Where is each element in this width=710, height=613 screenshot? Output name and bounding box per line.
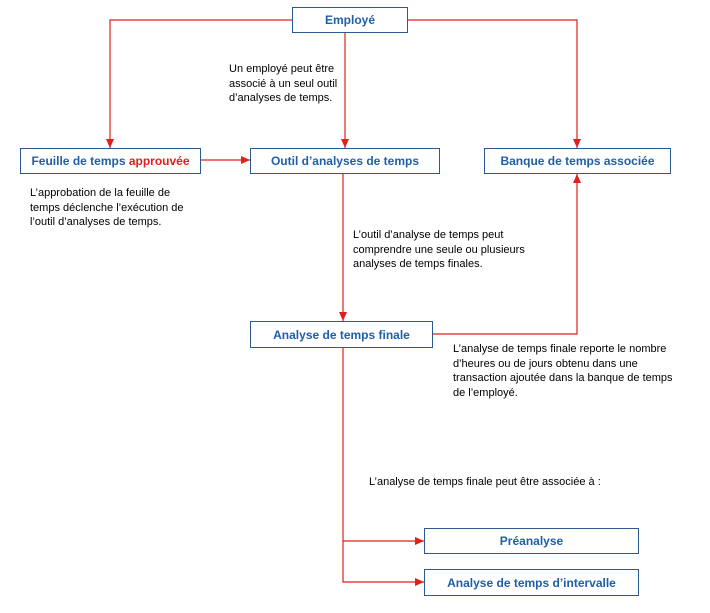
node-preanalyse-label: Préanalyse (499, 534, 564, 548)
arrow-finale-to-preanalyse (342, 348, 424, 545)
node-employe-label: Employé (324, 13, 375, 27)
node-outil: Outil d’analyses de temps (250, 148, 440, 174)
node-feuille-de-temps: Feuille de temps approuvée (20, 148, 201, 174)
note-finale-banque: L’analyse de temps finale reporte le nom… (453, 343, 673, 399)
node-feuille-label: Feuille de temps (31, 154, 129, 168)
node-feuille-highlight: approuvée (128, 154, 190, 168)
note-employe-outil: Un employé peut être associé à un seul o… (229, 63, 338, 104)
arrow-employe-to-feuille (106, 19, 292, 148)
node-analyse-finale: Analyse de temps finale (250, 321, 433, 348)
node-analyse-finale-label: Analyse de temps finale (273, 327, 410, 342)
arrow-finale-to-banque (433, 174, 581, 335)
node-intervalle-label: Analyse de temps d’intervalle (447, 575, 616, 590)
node-employe: Employé (292, 7, 408, 33)
node-banque: Banque de temps associée (484, 148, 671, 174)
note-finale-associee: L’analyse de temps finale peut être asso… (369, 476, 601, 488)
note-outil-finale: L’outil d’analyse de temps peut comprend… (353, 229, 525, 270)
node-intervalle: Analyse de temps d’intervalle (424, 569, 639, 596)
arrow-finale-to-intervalle (342, 541, 424, 586)
node-outil-label: Outil d’analyses de temps (270, 154, 420, 168)
note-approbation: L’approbation de la feuille de temps déc… (30, 187, 184, 228)
node-banque-label: Banque de temps associée (500, 154, 655, 168)
arrow-employe-to-banque (408, 19, 581, 148)
node-preanalyse: Préanalyse (424, 528, 639, 554)
